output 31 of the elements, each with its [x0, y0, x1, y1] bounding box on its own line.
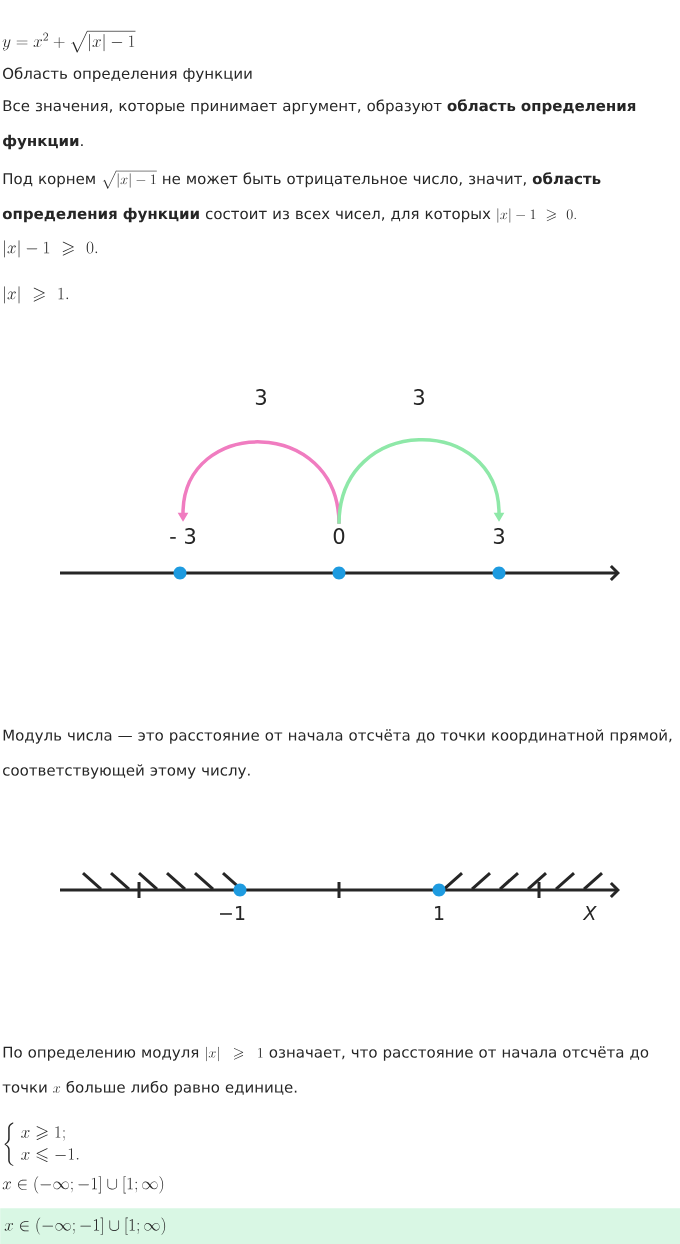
math-formula: $x \in (-\infty; -1] \cup [1; \infty)$	[2, 1176, 164, 1194]
math-formula: $y = x^2 + \sqrt{|x|-1}$	[2, 30, 136, 53]
label: точки	[2, 1084, 47, 1093]
math-formula: $|x| \ \geqslant\ 1.$	[4, 286, 69, 304]
math-formula: $|x|-1 \ \geqslant\ 0.$	[4, 240, 98, 258]
arc-arrow	[337, 438, 505, 525]
axis-label: −1	[220, 906, 245, 920]
label: Под корнем	[3, 173, 95, 188]
label: означает, что расстояние от начала отсчёта до	[269, 1046, 649, 1061]
label: больше либо равно единице.	[66, 1080, 297, 1096]
point-label: 3	[493, 528, 504, 544]
axis-label: X	[582, 906, 597, 920]
answer-band: $x \in (-\infty; -1] \cup [1; \infty)$	[0, 1208, 680, 1244]
paragraph: Модуль числа — это расстояние от начала отсчёта до точки координатной прямой, соответствующей этому числу.	[3, 729, 672, 779]
label: $\sqrt{|x|-1}$	[102, 170, 157, 189]
axis-label: 1	[435, 906, 444, 920]
point-label: - 3	[170, 528, 196, 544]
label: не может быть отрицательное число, значит, область	[163, 172, 601, 188]
label: $x$	[53, 1086, 61, 1093]
point-label: 0	[333, 528, 345, 544]
edge-label: 3	[252, 387, 270, 407]
paragraph: Все значения, которые принимает аргумент, образуют область определения функции.	[3, 99, 636, 150]
heading: Область определения функции	[3, 67, 252, 82]
label: $|x| \ \geqslant\ 1$	[206, 1046, 263, 1062]
math-formula: $\left\{\begin{array}{l} x \geqslant 1; \\ x \leqslant -1. \end{array}\right.$	[4, 1122, 79, 1166]
label: $|x|-1 \ \geqslant\ 0.$	[497, 208, 576, 223]
label: определения функции состоит из всех чисел, для которых	[2, 207, 491, 223]
label: По определению модуля	[3, 1046, 199, 1061]
paragraph: По определению модуля $|x| \ \geqslant\ 1$ означает, что расстояние от начала отсчёта до точки $x$ больше либо равно единице.	[2, 1046, 649, 1096]
paragraph: Под корнем $\sqrt{|x|-1}$ не может быть отрицательное число, значит, область определения функции состоит из всех чисел, для которых $|x|-1 \ \geqslant\ 0.$	[2, 170, 601, 223]
edge-label: 3	[410, 387, 428, 407]
